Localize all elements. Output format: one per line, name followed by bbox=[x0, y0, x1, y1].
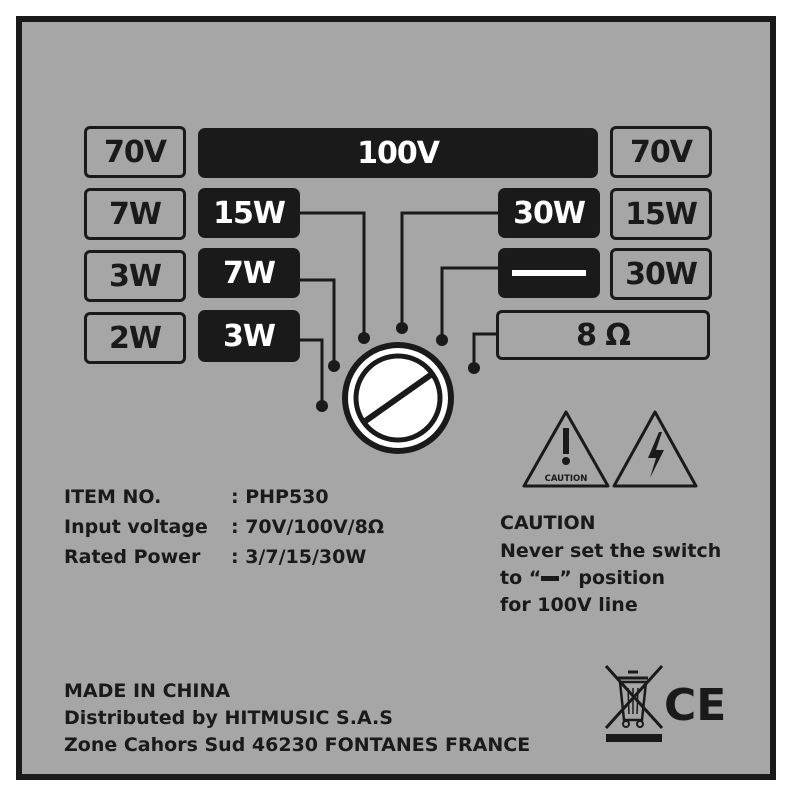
tap-right-30w: 30W bbox=[610, 248, 712, 300]
caution-title: CAUTION bbox=[500, 512, 596, 534]
distributor-text: Distributed by HITMUSIC S.A.S bbox=[64, 707, 393, 729]
dash-symbol bbox=[512, 270, 586, 276]
tap-8-ohm: 8 Ω bbox=[496, 310, 710, 360]
tap-left-70v: 70V bbox=[84, 126, 186, 178]
dash-symbol-inline bbox=[541, 576, 560, 581]
caution-line-3: for 100V line bbox=[500, 594, 638, 616]
tap-100v-3w: 3W bbox=[198, 310, 300, 362]
item-no-value: : PHP530 bbox=[231, 486, 329, 508]
caution-line-2: to “” position bbox=[500, 567, 666, 589]
tap-100v-7w: 7W bbox=[198, 248, 300, 298]
caution-line-1: Never set the switch bbox=[500, 540, 722, 562]
input-voltage-label: Input voltage bbox=[64, 516, 208, 538]
rotary-switch-icon bbox=[342, 342, 454, 454]
tap-100v-15w: 15W bbox=[198, 188, 300, 238]
tap-100v-header: 100V bbox=[198, 128, 598, 178]
input-voltage-value: : 70V/100V/8Ω bbox=[231, 516, 384, 538]
svg-text:CAUTION: CAUTION bbox=[545, 474, 588, 484]
tap-right-15w: 15W bbox=[610, 188, 712, 240]
tap-left-3w: 3W bbox=[84, 250, 186, 302]
weee-bin-icon bbox=[604, 664, 664, 730]
electric-hazard-icon bbox=[612, 410, 698, 488]
ce-mark: CE bbox=[664, 680, 726, 731]
rated-power-value: : 3/7/15/30W bbox=[231, 546, 367, 568]
item-no-label: ITEM NO. bbox=[64, 486, 162, 508]
tap-left-2w: 2W bbox=[84, 312, 186, 364]
rated-power-label: Rated Power bbox=[64, 546, 201, 568]
made-in-text: MADE IN CHINA bbox=[64, 680, 231, 702]
tap-left-7w: 7W bbox=[84, 188, 186, 240]
tap-100v-disabled bbox=[498, 248, 600, 298]
tap-right-70v: 70V bbox=[610, 126, 712, 178]
tap-100v-30w: 30W bbox=[498, 188, 600, 238]
weee-bar bbox=[606, 734, 662, 742]
caution-triangle-icon: CAUTION bbox=[522, 410, 610, 488]
address-text: Zone Cahors Sud 46230 FONTANES FRANCE bbox=[64, 734, 531, 756]
